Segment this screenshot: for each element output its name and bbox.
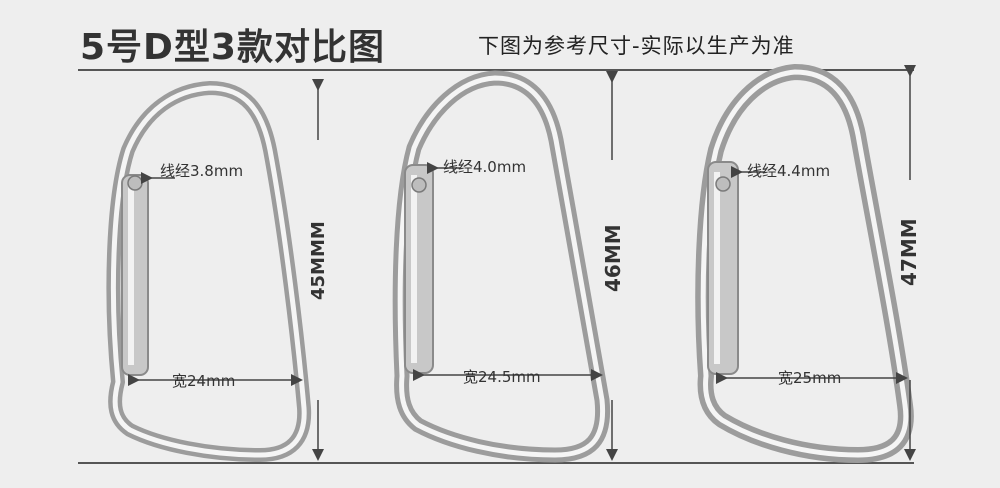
carabiner-2 <box>392 70 611 463</box>
width-label-1: 宽24mm <box>172 372 235 390</box>
bottom-divider <box>78 462 914 464</box>
wire-label-2: 线经4.0mm <box>443 158 526 176</box>
wire-label-3: 线经4.4mm <box>747 162 830 180</box>
carabiner-2-gate <box>404 164 434 374</box>
height-label-2: 46MM <box>601 224 625 292</box>
top-divider <box>78 69 914 71</box>
wire-label-1: 线经3.8mm <box>160 162 243 180</box>
width-label-3: 宽25mm <box>778 369 841 387</box>
height-label-1: 45MMM <box>308 221 329 300</box>
page-title: 5号D型3款对比图 <box>80 27 385 68</box>
carabiner-1 <box>106 81 312 462</box>
carabiner-3 <box>695 64 914 463</box>
carabiner-3-gate <box>707 161 739 375</box>
carabiner-1-gate <box>121 174 149 376</box>
page-subtitle: 下图为参考尺寸-实际以生产为准 <box>478 34 795 58</box>
height-label-3: 47MM <box>897 218 921 286</box>
width-label-2: 宽24.5mm <box>463 368 541 386</box>
